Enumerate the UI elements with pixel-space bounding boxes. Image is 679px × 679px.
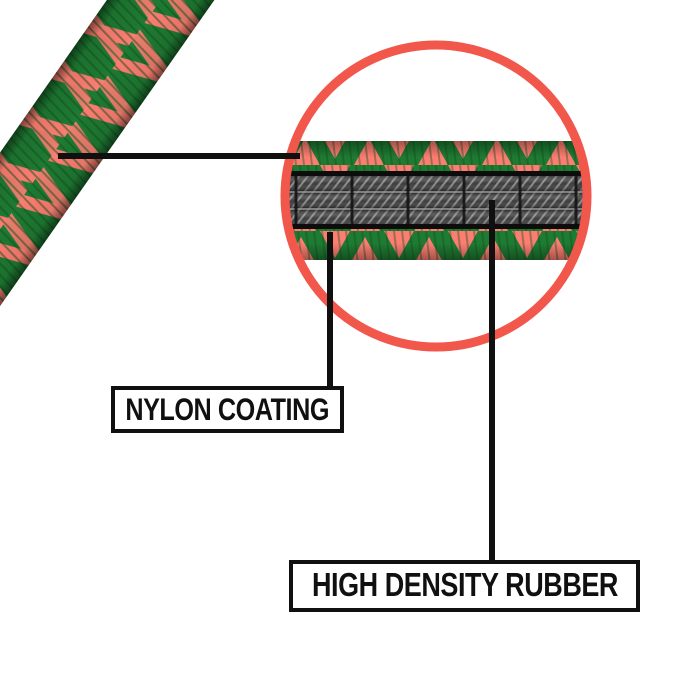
cord-cross-section (288, 141, 584, 260)
rope-illustration (0, 0, 310, 422)
magnifier-circle (280, 40, 592, 352)
label-nylon-coating: NYLON COATING (111, 386, 344, 433)
callout-line-nylon (327, 232, 333, 390)
callout-line-rubber (489, 200, 495, 564)
high-density-rubber-text: HIGH DENSITY RUBBER (311, 566, 618, 604)
rubber-core (288, 171, 584, 229)
nylon-coating-text: NYLON COATING (125, 391, 330, 427)
label-high-density-rubber: HIGH DENSITY RUBBER (289, 560, 640, 612)
callout-line-cord (58, 153, 300, 159)
